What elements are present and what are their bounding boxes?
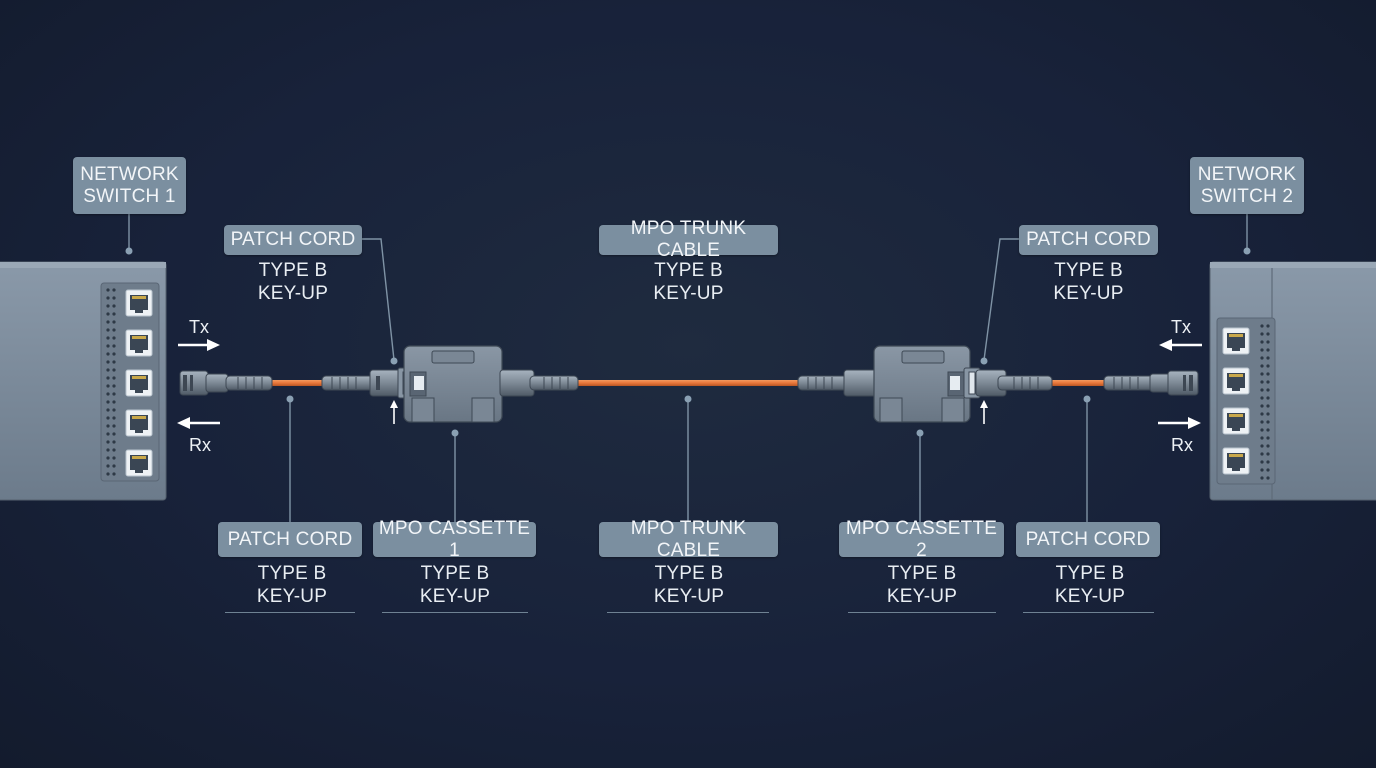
- patch-cord-right-top-key: KEY-UP: [1053, 283, 1124, 304]
- patch-cord-right-top-label: PATCH CORD: [1019, 225, 1158, 255]
- trunk-top-key: KEY-UP: [653, 283, 724, 304]
- mpo-cassette-2: [797, 345, 971, 423]
- network-switch-2: [1209, 261, 1376, 501]
- bottom-key-patch-cord-right: KEY-UP: [1054, 586, 1126, 607]
- rx-arrow-right: [1158, 417, 1201, 429]
- bottom-key-cassette-2: KEY-UP: [886, 586, 958, 607]
- bottom-label-patch-cord-right: PATCH CORD: [1016, 522, 1160, 557]
- bottom-underline-patch-cord-left: [225, 612, 355, 613]
- leader-dots: [125, 247, 1251, 437]
- fiber-cables: [270, 380, 1110, 386]
- tx-rx-arrows: [177, 339, 1202, 429]
- trunk-top-label: MPO TRUNK CABLE: [599, 218, 778, 261]
- network-switch-2-label: NETWORK SWITCH 2: [1190, 157, 1304, 214]
- bottom-type-cassette-1: TYPE B: [420, 563, 490, 584]
- key-up-arrow-left: [390, 400, 398, 424]
- trunk-top-type: TYPE B: [654, 260, 723, 281]
- rx-label-right: Rx: [1171, 435, 1193, 455]
- bottom-type-patch-cord-left: TYPE B: [257, 563, 327, 584]
- bottom-underline-cassette-2: [848, 612, 996, 613]
- patch-cord-left-top-label: PATCH CORD: [224, 225, 362, 255]
- mpo-cassette-1: [403, 345, 579, 423]
- bottom-label-trunk: MPO TRUNK CABLE: [599, 518, 778, 561]
- bottom-key-cassette-1: KEY-UP: [419, 586, 491, 607]
- vent-holes-2: [1260, 324, 1270, 480]
- tx-label-left: Tx: [189, 317, 209, 337]
- bottom-label-cassette-1: MPO CASSETTE 1: [373, 518, 536, 561]
- bottom-underline-cassette-1: [382, 612, 528, 613]
- tx-label-right: Tx: [1171, 317, 1191, 337]
- tx-arrow-left: [178, 339, 220, 351]
- network-switch-1: [0, 261, 167, 501]
- bottom-underline-trunk: [607, 612, 769, 613]
- patch-cord-left-top-key: KEY-UP: [257, 283, 329, 304]
- rx-label-left: Rx: [189, 435, 211, 455]
- rx-arrow-left: [177, 417, 220, 429]
- bottom-label-cassette-2: MPO CASSETTE 2: [839, 518, 1004, 561]
- vent-holes-1: [106, 288, 116, 476]
- network-switch-1-label: NETWORK SWITCH 1: [73, 157, 186, 214]
- tx-arrow-right: [1159, 339, 1202, 351]
- key-up-arrow-right: [980, 400, 988, 424]
- bottom-underline-patch-cord-right: [1023, 612, 1154, 613]
- leader-lines: [128, 214, 1248, 522]
- bottom-type-patch-cord-right: TYPE B: [1055, 563, 1125, 584]
- patch-cord-right-top-type: TYPE B: [1054, 260, 1123, 281]
- bottom-type-trunk: TYPE B: [654, 563, 724, 584]
- patch-cord-right: [963, 367, 1199, 399]
- key-up-indicators: [390, 400, 988, 424]
- bottom-key-patch-cord-left: KEY-UP: [256, 586, 328, 607]
- bottom-type-cassette-2: TYPE B: [887, 563, 957, 584]
- bottom-label-patch-cord-left: PATCH CORD: [218, 522, 362, 557]
- bottom-key-trunk: KEY-UP: [653, 586, 725, 607]
- patch-cord-left-top-type: TYPE B: [258, 260, 328, 281]
